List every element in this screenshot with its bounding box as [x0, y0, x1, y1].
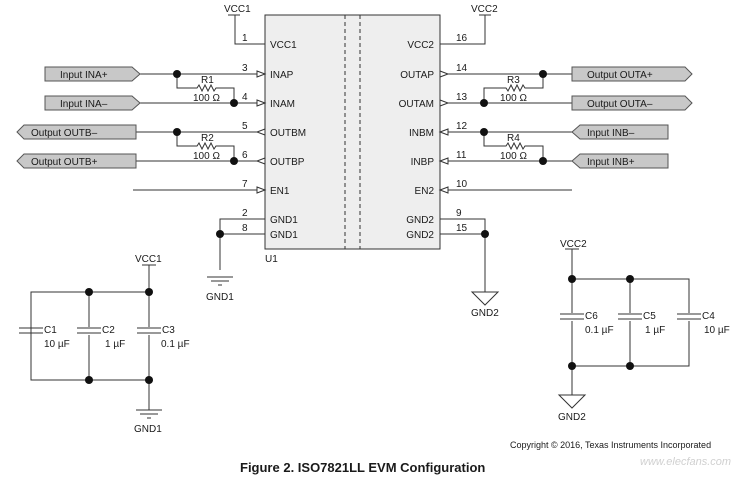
port-output-outa-plus	[571, 66, 693, 82]
svg-text:GND1: GND1	[270, 215, 298, 226]
svg-text:1 µF: 1 µF	[105, 339, 125, 350]
svg-text:OUTBM: OUTBM	[270, 128, 306, 139]
svg-text:OUTAM: OUTAM	[399, 99, 434, 110]
figure-caption: Figure 2. ISO7821LL EVM Configuration	[240, 460, 485, 475]
svg-text:15: 15	[456, 223, 468, 234]
svg-text:3: 3	[242, 63, 248, 74]
svg-text:INBM: INBM	[409, 128, 434, 139]
svg-text:0.1 µF: 0.1 µF	[161, 339, 190, 350]
vcc2-label: VCC2	[471, 4, 498, 15]
svg-text:Input INA+: Input INA+	[60, 70, 108, 81]
watermark-text: www.elecfans.com	[640, 456, 731, 468]
left-pins: 1 VCC1 3 INAP 4 INAM 5 OUTBM 6 OUTBP 7 E…	[242, 33, 306, 241]
svg-text:0.1 µF: 0.1 µF	[585, 325, 614, 336]
svg-text:10 µF: 10 µF	[704, 325, 730, 336]
svg-text:Input INB–: Input INB–	[587, 128, 635, 139]
capacitor-bank-right: VCC2 C6 0.1 µF C5 1 µF C4 10 µF GND2	[557, 239, 730, 423]
svg-text:7: 7	[242, 179, 248, 190]
svg-text:INBP: INBP	[411, 157, 435, 168]
svg-text:1: 1	[242, 33, 248, 44]
port-output-outa-minus	[571, 95, 693, 111]
svg-text:5: 5	[242, 121, 248, 132]
svg-text:R2: R2	[201, 133, 214, 144]
resistor-r4: R4 100 Ω	[480, 128, 547, 165]
svg-text:100 Ω: 100 Ω	[500, 93, 527, 104]
svg-text:10: 10	[456, 179, 468, 190]
svg-text:13: 13	[456, 92, 468, 103]
svg-text:VCC1: VCC1	[270, 40, 297, 51]
svg-text:GND1: GND1	[134, 424, 162, 435]
svg-text:GND1: GND1	[270, 230, 298, 241]
svg-text:8: 8	[242, 223, 248, 234]
resistor-r1: R1 100 Ω	[173, 70, 238, 107]
svg-text:INAM: INAM	[270, 99, 295, 110]
svg-text:VCC2: VCC2	[560, 239, 587, 250]
svg-text:INAP: INAP	[270, 70, 294, 81]
chip-ref: U1	[265, 254, 278, 265]
svg-text:GND2: GND2	[558, 412, 586, 423]
svg-text:9: 9	[456, 208, 462, 219]
capacitor-bank-left: VCC1 C1 10 µF C2 1 µF C3 0.1 µF GND1	[19, 254, 190, 435]
svg-text:Output OUTA+: Output OUTA+	[587, 70, 653, 81]
port-output-outb-minus	[16, 124, 137, 140]
resistor-r3: R3 100 Ω	[480, 70, 547, 107]
svg-text:2: 2	[242, 208, 248, 219]
chip-body	[264, 14, 441, 250]
resistor-r2: R2 100 Ω	[173, 128, 238, 165]
svg-text:C1: C1	[44, 325, 57, 336]
svg-text:OUTBP: OUTBP	[270, 157, 305, 168]
svg-text:14: 14	[456, 63, 468, 74]
port-input-ina-plus	[44, 66, 141, 82]
svg-text:R3: R3	[507, 75, 520, 86]
svg-text:GND2: GND2	[406, 230, 434, 241]
svg-text:100 Ω: 100 Ω	[193, 151, 220, 162]
svg-text:C2: C2	[102, 325, 115, 336]
svg-text:4: 4	[242, 92, 248, 103]
svg-text:EN1: EN1	[270, 186, 290, 197]
svg-text:Output OUTB+: Output OUTB+	[31, 157, 98, 168]
port-output-outb-plus	[16, 153, 137, 169]
svg-text:6: 6	[242, 150, 248, 161]
svg-text:OUTAP: OUTAP	[400, 70, 434, 81]
svg-text:1 µF: 1 µF	[645, 325, 665, 336]
svg-text:GND2: GND2	[471, 308, 499, 319]
gnd1-symbol-chip: GND1	[206, 276, 234, 303]
svg-text:Input INB+: Input INB+	[587, 157, 635, 168]
port-input-ina-minus	[44, 95, 141, 111]
svg-text:R4: R4	[507, 133, 520, 144]
svg-text:100 Ω: 100 Ω	[193, 93, 220, 104]
svg-text:GND2: GND2	[406, 215, 434, 226]
svg-text:VCC2: VCC2	[407, 40, 434, 51]
svg-text:Input INA–: Input INA–	[60, 99, 108, 110]
svg-text:10 µF: 10 µF	[44, 339, 70, 350]
svg-text:11: 11	[456, 150, 467, 161]
svg-text:C6: C6	[585, 311, 598, 322]
svg-text:R1: R1	[201, 75, 214, 86]
svg-text:Output OUTB–: Output OUTB–	[31, 128, 98, 139]
port-input-inb-minus	[571, 124, 669, 140]
port-input-inb-plus	[571, 153, 669, 169]
svg-text:VCC1: VCC1	[135, 254, 162, 265]
vcc1-label: VCC1	[224, 4, 251, 15]
svg-text:100 Ω: 100 Ω	[500, 151, 527, 162]
right-pins: 16 VCC2 14 OUTAP 13 OUTAM 12 INBM 11 INB…	[399, 33, 468, 241]
svg-text:C5: C5	[643, 311, 656, 322]
copyright-text: Copyright © 2016, Texas Instruments Inco…	[510, 440, 711, 450]
svg-text:12: 12	[456, 121, 468, 132]
svg-text:Output OUTA–: Output OUTA–	[587, 99, 653, 110]
svg-text:C3: C3	[162, 325, 175, 336]
svg-text:16: 16	[456, 33, 468, 44]
svg-text:GND1: GND1	[206, 292, 234, 303]
svg-text:C4: C4	[702, 311, 715, 322]
gnd2-symbol-chip: GND2	[470, 291, 499, 319]
svg-text:EN2: EN2	[415, 186, 435, 197]
